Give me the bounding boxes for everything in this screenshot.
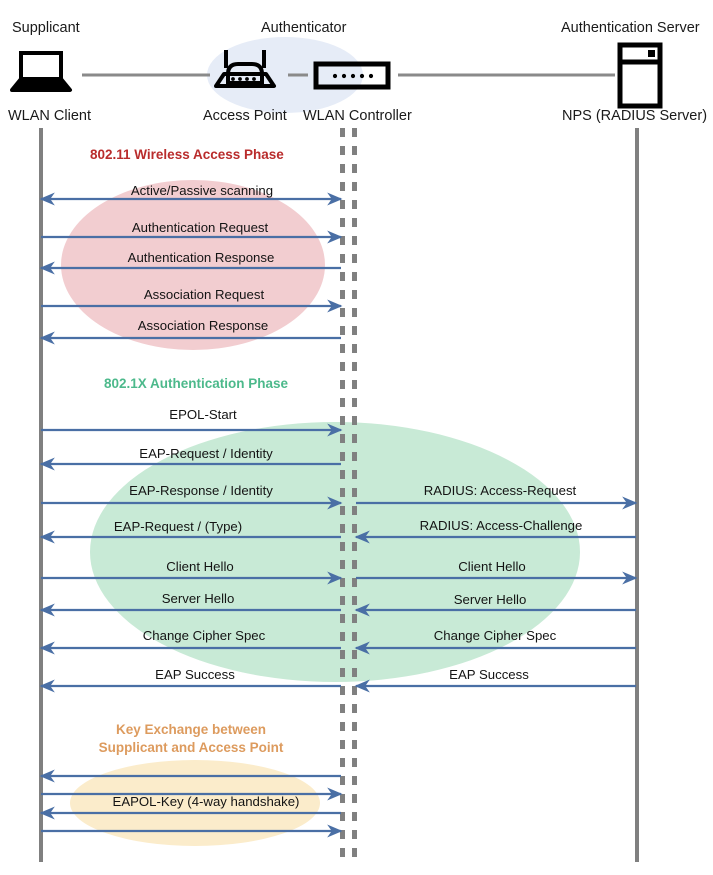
dot1x-phase-ellipse	[90, 422, 580, 682]
arrow-group-key-exchange	[39, 769, 343, 838]
message-label-association-response: Association Response	[137, 318, 269, 333]
network-switch-icon	[313, 61, 391, 90]
message-label-change-cipher-spec-right: Change Cipher Spec	[433, 628, 557, 643]
arrow-group-dot1x-left	[39, 423, 343, 693]
actor-device-access-point: Access Point	[203, 108, 287, 124]
phase-title-key-exchange-line1: Key Exchange between	[115, 722, 267, 737]
arrow-group-dot1x-right	[354, 496, 638, 693]
actor-device-wlan-client: WLAN Client	[8, 108, 91, 124]
wireless-router-icon	[214, 50, 276, 88]
message-label-change-cipher-spec-left: Change Cipher Spec	[142, 628, 266, 643]
phase-title-wireless-access: 802.11 Wireless Access Phase	[90, 147, 284, 162]
message-label-eap-request-type: EAP-Request / (Type)	[113, 519, 243, 534]
message-label-eapol-key: EAPOL-Key (4-way handshake)	[112, 794, 300, 809]
actor-role-authentication-server: Authentication Server	[561, 20, 700, 36]
message-label-active-passive-scanning: Active/Passive scanning	[130, 183, 274, 198]
authenticator-halo	[207, 37, 363, 113]
message-label-association-request: Association Request	[143, 287, 265, 302]
message-label-server-hello-right: Server Hello	[453, 592, 527, 607]
message-label-eap-success-left: EAP Success	[155, 667, 235, 682]
server-rack-icon	[617, 42, 663, 109]
message-label-client-hello-right: Client Hello	[458, 559, 526, 574]
wireless-access-phase-ellipse	[61, 180, 325, 350]
key-exchange-phase-ellipse	[70, 760, 320, 846]
message-label-eap-request-identity: EAP-Request / Identity	[139, 446, 273, 461]
message-label-eap-response-identity: EAP-Response / Identity	[129, 483, 273, 498]
actor-role-supplicant: Supplicant	[12, 20, 80, 36]
message-label-eap-success-right: EAP Success	[449, 667, 529, 682]
message-label-server-hello-left: Server Hello	[161, 591, 235, 606]
message-label-authentication-response: Authentication Response	[127, 250, 275, 265]
actor-device-nps-radius-server: NPS (RADIUS Server)	[562, 108, 708, 124]
phase-title-key-exchange-line2: Supplicant and Access Point	[98, 739, 284, 755]
message-label-radius-access-challenge: RADIUS: Access-Challenge	[419, 518, 583, 533]
phase-title-dot1x-authentication: 802.1X Authentication Phase	[104, 376, 289, 391]
message-label-radius-access-request: RADIUS: Access-Request	[423, 483, 577, 498]
arrow-group-wireless-access	[39, 192, 343, 345]
actor-role-authenticator: Authenticator	[261, 20, 347, 36]
message-label-client-hello-left: Client Hello	[166, 559, 234, 574]
laptop-icon	[10, 51, 72, 92]
message-label-epol-start: EPOL-Start	[169, 407, 237, 422]
phase-title-key-exchange: Key Exchange between Supplicant and Acce…	[99, 723, 284, 754]
message-label-authentication-request: Authentication Request	[131, 220, 269, 235]
actor-device-wlan-controller: WLAN Controller	[303, 108, 412, 124]
